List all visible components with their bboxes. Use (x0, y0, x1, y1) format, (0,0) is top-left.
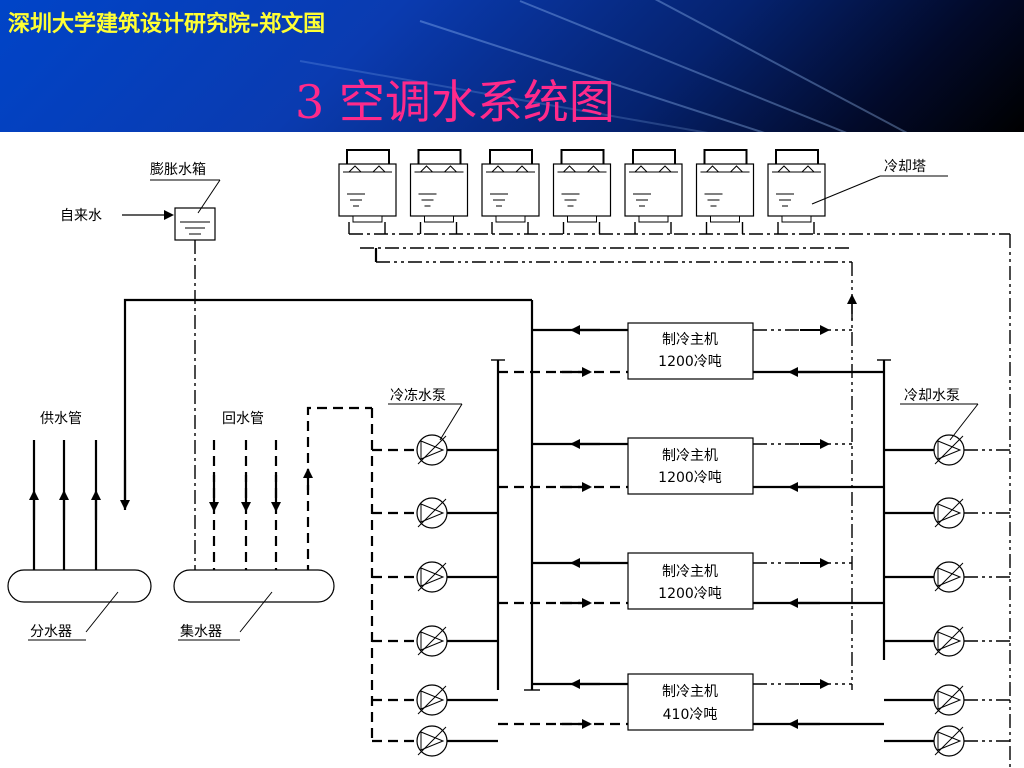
cooling-water-pump-5 (933, 684, 965, 716)
cooling-tower-body (338, 163, 397, 217)
cooling-tower-fan-icon (777, 165, 815, 173)
cooling-tower-base (495, 215, 526, 223)
cooling-water-pump-2 (933, 497, 965, 529)
tap-water-label: 自来水 (60, 208, 102, 224)
tower-inlet-pipe (560, 149, 605, 164)
chilled-pump-label: 冷冻水泵 (390, 387, 446, 404)
distributor-label: 分水器 (30, 624, 72, 640)
cooling-tower-6 (695, 149, 755, 234)
cooling-tower-body (552, 163, 612, 217)
water-distributor (7, 569, 152, 603)
chiller-3: 制冷主机 1200冷吨 (627, 552, 754, 610)
cooling-tower-label: 冷却塔 (884, 159, 926, 175)
chiller-3-name: 制冷主机 (662, 564, 718, 580)
diagram-area: 冷却塔 膨胀水箱 自来水 供水管 回水管 分水器 集水器 冷冻水泵 冷却水泵 制… (0, 132, 1024, 768)
cooling-water-pump-4 (933, 625, 965, 657)
expansion-tank-leader (197, 179, 221, 214)
main-supply-line (123, 298, 532, 510)
cooling-tower-1 (338, 149, 397, 234)
chilled-water-pump-3 (416, 561, 448, 593)
chiller-2-name: 制冷主机 (662, 448, 718, 464)
slide-title: 3 空调水系统图 (295, 75, 615, 129)
supply-pipe-label: 供水管 (40, 411, 82, 427)
cooling-tower-base (567, 215, 597, 223)
chilled-water-pump-5 (416, 684, 448, 716)
cooling-tower-3 (481, 149, 540, 234)
tower-inlet-pipe (417, 149, 462, 164)
expansion-tank (174, 207, 216, 241)
cooling-tower-2 (409, 149, 469, 234)
tower-inlet-pipe (703, 149, 748, 164)
tower-inlet-pipe (346, 149, 390, 164)
chilled-water-pump-2 (416, 497, 448, 529)
chiller-2: 制冷主机 1200冷吨 (627, 437, 754, 495)
pipe-network (29, 233, 1011, 768)
cooling-tower-base (710, 215, 740, 223)
cooling-water-pump-6 (933, 725, 965, 757)
water-collector (173, 569, 335, 603)
cooling-tower-fan-icon (491, 165, 529, 173)
cooling-tower-fan-icon (563, 165, 600, 173)
cooling-tower-body (624, 163, 683, 217)
collector-return-line (306, 406, 372, 575)
pump-group (416, 434, 965, 757)
chiller-4-name: 制冷主机 (662, 684, 718, 700)
cooling-tower-group (338, 149, 826, 234)
chilled-water-pump-6 (416, 725, 448, 757)
cooling-tower-leader (811, 175, 881, 205)
organization-title: 深圳大学建筑设计研究院-郑文国 (8, 11, 326, 37)
chiller-1-name: 制冷主机 (662, 332, 718, 348)
chiller-2-capacity: 1200冷吨 (658, 470, 722, 486)
expansion-tank-label: 膨胀水箱 (150, 161, 206, 178)
cooling-tower-fan-icon (348, 165, 386, 173)
chiller-1: 制冷主机 1200冷吨 (627, 322, 754, 380)
return-pipe-label: 回水管 (222, 411, 264, 427)
cooling-tower-7 (767, 149, 826, 234)
cooling-pump-label: 冷却水泵 (904, 388, 960, 404)
cooling-water-pump-1 (933, 434, 965, 466)
cooling-tower-fan-icon (634, 165, 672, 173)
chiller-4: 制冷主机 410冷吨 (627, 673, 754, 731)
slide-header: 深圳大学建筑设计研究院-郑文国 3 空调水系统图 (0, 0, 1024, 132)
tower-inlet-pipe (489, 149, 533, 164)
cooling-tower-fan-icon (420, 165, 457, 173)
hvac-water-system-diagram: 冷却塔 膨胀水箱 自来水 供水管 回水管 分水器 集水器 冷冻水泵 冷却水泵 制… (7, 149, 1011, 768)
cooling-tower-body (767, 163, 826, 217)
chilled-water-pump-1 (416, 434, 448, 466)
cooling-water-pump-3 (933, 561, 965, 593)
chilled-water-pump-4 (416, 625, 448, 657)
chiller-1-capacity: 1200冷吨 (658, 354, 722, 370)
cooling-tower-5 (624, 149, 683, 234)
tower-inlet-pipe (632, 149, 676, 164)
cooling-tower-base (424, 215, 454, 223)
tower-inlet-pipe (775, 149, 819, 164)
cooling-tower-fan-icon (706, 165, 743, 173)
cooling-tower-base (352, 215, 383, 223)
chiller-3-capacity: 1200冷吨 (658, 586, 722, 602)
chiller-4-capacity: 410冷吨 (663, 707, 718, 723)
cooling-tower-base (638, 215, 669, 223)
collector-label: 集水器 (180, 623, 222, 640)
cooling-tower-base (781, 215, 812, 223)
cooling-tower-4 (552, 149, 612, 234)
cooling-tower-body (695, 163, 755, 217)
